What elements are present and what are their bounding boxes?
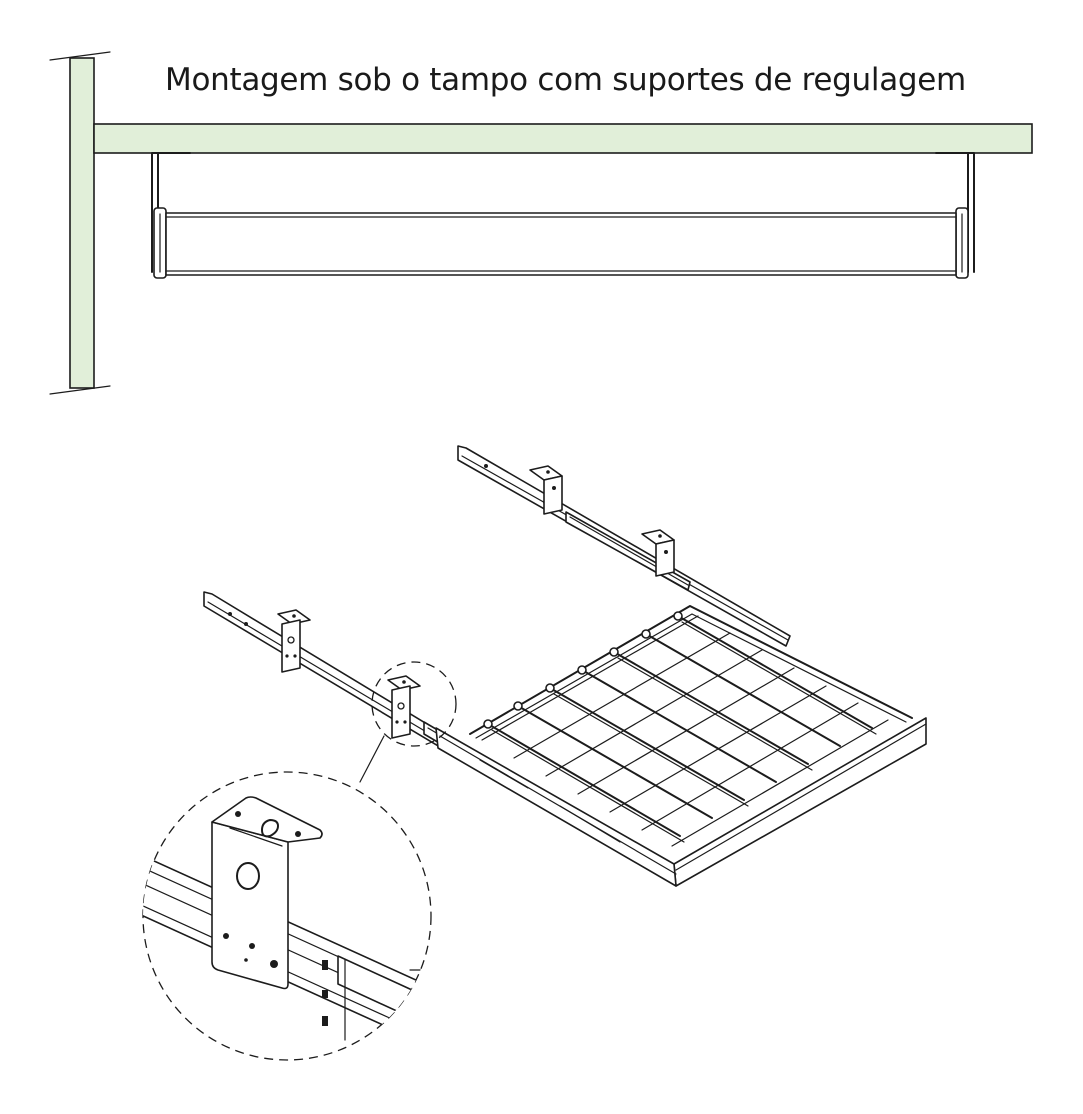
- tabletop-board: [93, 123, 1033, 154]
- panel-break-line-top: [49, 51, 111, 61]
- diagram-caption: Montagem sob o tampo com suportes de reg…: [165, 62, 966, 98]
- front-bracket-1: [277, 609, 311, 673]
- detail-callout-circle: [371, 661, 457, 747]
- back-bracket-1: [529, 465, 563, 515]
- front-bracket-2: [387, 675, 421, 739]
- detail-rail: [143, 849, 431, 1060]
- panel-break-line-bottom: [49, 385, 111, 395]
- drawer-side-panel: [435, 727, 677, 887]
- side-elevation-view: [49, 51, 1033, 395]
- detail-bracket-flange: [211, 796, 323, 843]
- drawer-front-elevation: [165, 212, 957, 276]
- back-bracket-2: [641, 529, 675, 577]
- back-slide-rail: [457, 445, 791, 647]
- detail-flange-slot: [261, 819, 279, 838]
- rod-end-caps: [483, 611, 683, 729]
- detail-leader-line: [359, 735, 385, 783]
- bracket-detail-view: [142, 771, 432, 1061]
- tray-cross-rods: [487, 615, 877, 843]
- detail-adjust-hole: [236, 862, 260, 890]
- detail-bracket-plate: [211, 821, 289, 990]
- drawer-tray: [435, 605, 927, 887]
- isometric-view: [203, 445, 927, 887]
- side-panel: [69, 57, 95, 389]
